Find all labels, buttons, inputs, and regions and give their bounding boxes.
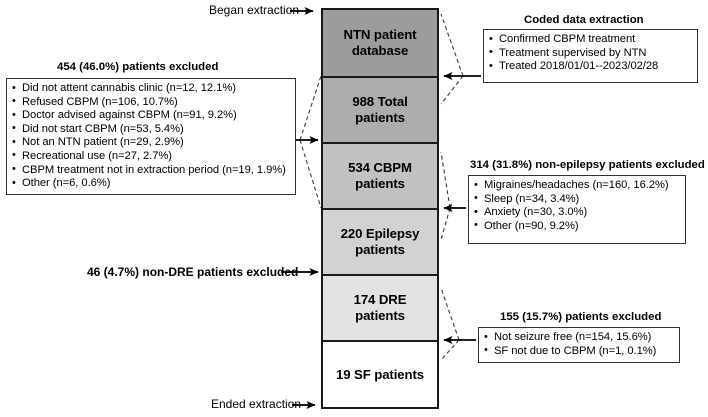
flow-box-label: 534 CBPM patients [348,160,412,191]
flow-box-ntn-database: NTN patient database [323,10,437,76]
flow-divider [323,76,437,78]
list-item: Anxiety (n=30, 3.0%) [473,206,680,220]
excluded-3-panel: Not seizure free (n=154, 15.6%) SF not d… [478,327,680,363]
patient-flow-column: NTN patient database 988 Total patients … [321,8,439,409]
excluded-1-panel: Did not attent cannabis clinic (n=12, 12… [6,78,296,195]
excluded-3-title: 155 (15.7%) patients excluded [500,311,662,323]
list-item: Did not attent cannabis clinic (n=12, 12… [11,82,290,96]
list-item: Other (n=90, 9.2%) [473,219,680,234]
list-item: Treated 2018/01/01--2023/02/28 [488,60,692,74]
dashed-link-excluded-3 [440,287,460,361]
list-item: Sleep (n=34, 3.4%) [473,192,680,207]
coded-extraction-title: Coded data extraction [524,14,644,26]
excluded-3-list: Not seizure free (n=154, 15.6%) SF not d… [483,331,674,358]
flow-box-sf-patients: 19 SF patients [323,342,437,407]
list-item: CBPM treatment not in extraction period … [11,163,290,178]
excluded-2-list: Migraines/headaches (n=160, 16.2%) Sleep… [473,179,680,233]
flow-divider [323,274,437,276]
flow-box-total-patients: 988 Total patients [323,78,437,142]
flow-box-label: NTN patient database [343,27,417,58]
list-item: Migraines/headaches (n=160, 16.2%) [473,179,680,193]
excluded-2-panel: Migraines/headaches (n=160, 16.2%) Sleep… [468,175,686,244]
excluded-2-title: 314 (31.8%) non-epilepsy patients exclud… [470,159,705,171]
list-item: Not an NTN patient (n=29, 2.9%) [11,136,290,150]
flow-box-epilepsy-patients: 220 Epilepsy patients [323,210,437,274]
list-item: Other (n=6, 0.6%) [11,177,290,191]
ended-extraction-label: Ended extraction [211,397,302,411]
dashed-link-excluded-1 [296,75,322,209]
began-extraction-label: Began extraction [209,3,300,17]
list-item: Did not start CBPM (n=53, 5.4%) [11,122,290,137]
coded-extraction-panel: Confirmed CBPM treatment Treatment super… [483,29,698,83]
list-item: Confirmed CBPM treatment [488,33,692,47]
flow-box-label: 174 DRE patients [353,292,407,323]
excluded-1-title: 454 (46.0%) patients excluded [57,61,219,73]
list-item: Doctor advised against CBPM (n=91, 9.2%) [11,109,290,123]
flow-divider [323,208,437,210]
flow-box-cbpm-patients: 534 CBPM patients [323,144,437,208]
dashed-link-excluded-2 [440,151,451,241]
flow-box-label: 220 Epilepsy patients [340,226,420,257]
flow-box-label: 988 Total patients [352,94,408,125]
list-item: SF not due to CBPM (n=1, 0.1%) [483,344,674,359]
list-item: Treatment supervised by NTN [488,46,692,61]
excluded-non-dre-label: 46 (4.7%) non-DRE patients excluded [87,265,299,279]
excluded-1-list: Did not attent cannabis clinic (n=12, 12… [11,82,290,191]
flow-divider [323,142,437,144]
flow-box-dre-patients: 174 DRE patients [323,276,437,340]
flow-divider [323,340,437,342]
dashed-link-coded-extraction [440,13,464,105]
list-item: Recreational use (n=27, 2.7%) [11,149,290,164]
list-item: Refused CBPM (n=106, 10.7%) [11,95,290,110]
flow-box-label: 19 SF patients [335,366,424,382]
list-item: Not seizure free (n=154, 15.6%) [483,331,674,345]
coded-extraction-list: Confirmed CBPM treatment Treatment super… [488,33,692,74]
